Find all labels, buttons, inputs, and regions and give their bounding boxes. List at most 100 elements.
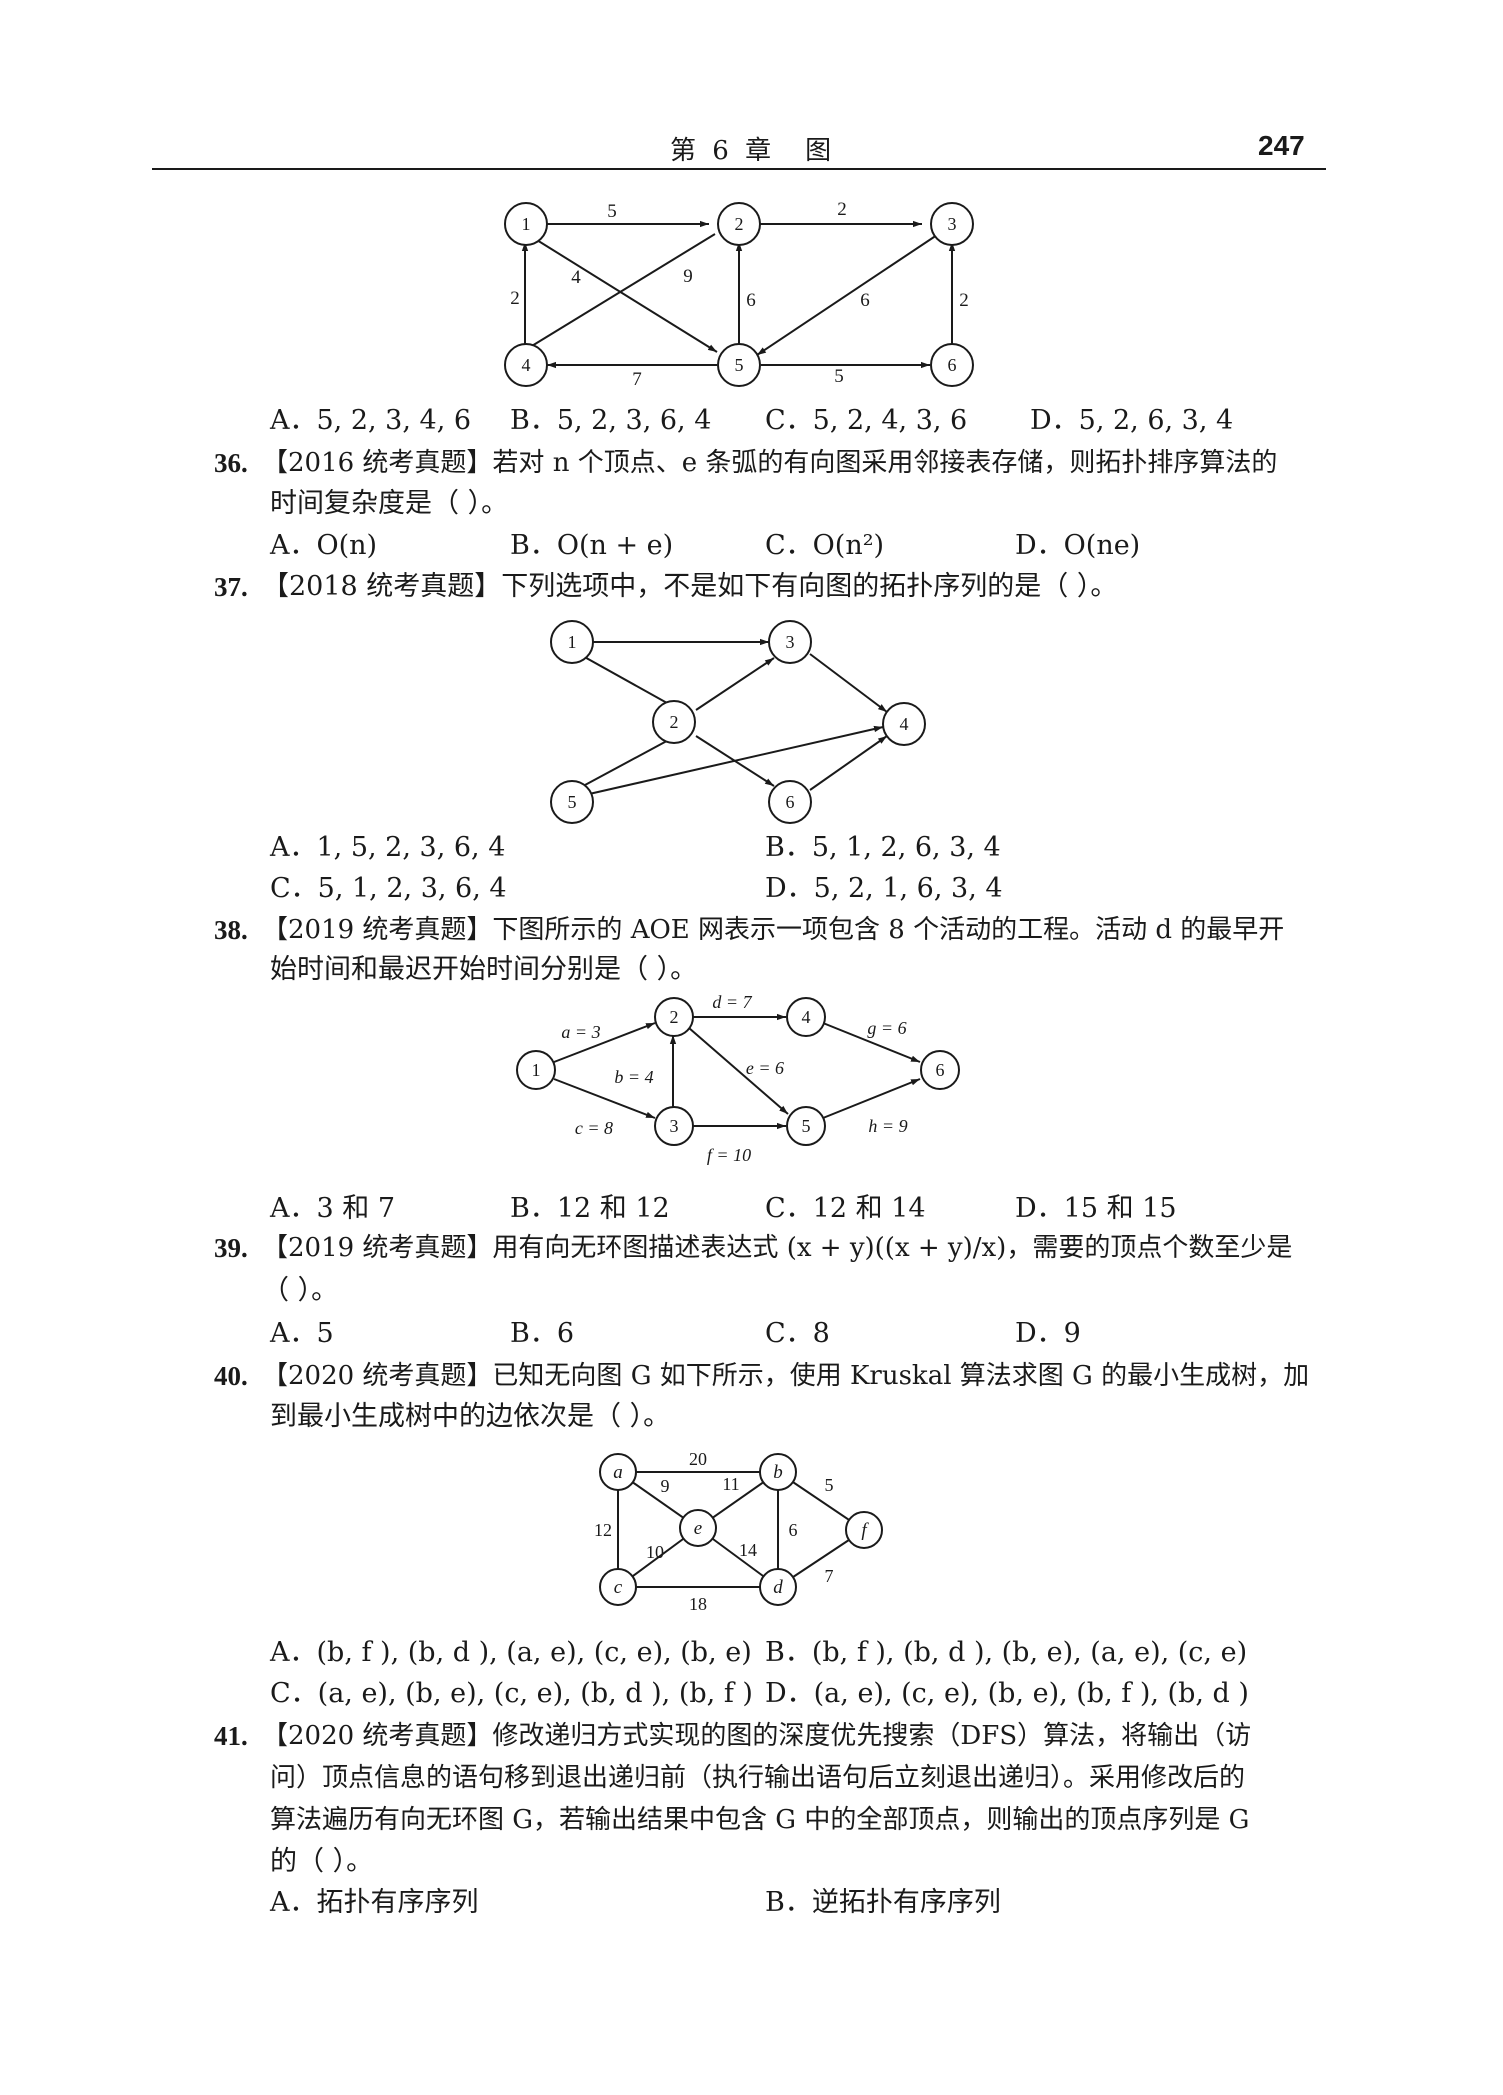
option-b[interactable]: B．5, 2, 3, 6, 4 <box>510 405 712 436</box>
node-3: 3 <box>948 214 957 234</box>
edge-weight: 12 <box>594 1520 612 1540</box>
edge-weight: 11 <box>722 1474 739 1494</box>
option-a[interactable]: A．5, 2, 3, 4, 6 <box>270 405 472 436</box>
option-c[interactable]: C．12 和 14 <box>765 1193 926 1224</box>
node-a: a <box>613 1462 623 1483</box>
edge-weight: 7 <box>632 369 642 390</box>
edge-weight: 9 <box>661 1476 670 1496</box>
node-f: f <box>861 1520 869 1541</box>
node-1: 1 <box>522 214 531 234</box>
edge-weight: 5 <box>834 366 844 387</box>
graph-q35: 1 2 3 4 5 6 5 2 4 9 2 6 6 2 7 5 <box>504 199 974 390</box>
option-c[interactable]: C．(a, e), (b, e), (c, e), (b, d ), (b, f… <box>270 1678 753 1709</box>
page-number: 247 <box>1258 130 1305 161</box>
edge-weight: 6 <box>789 1520 798 1540</box>
node-e: e <box>694 1518 702 1539</box>
node-3: 3 <box>670 1116 679 1136</box>
node-b: b <box>773 1462 783 1483</box>
chapter-title: 第 6 章 图 <box>670 136 836 166</box>
option-a[interactable]: A．O(n) <box>270 530 378 561</box>
option-b[interactable]: B．O(n + e) <box>510 530 674 561</box>
question-text: 【2019 统考真题】下图所示的 AOE 网表示一项包含 8 个活动的工程。活动… <box>262 915 1285 945</box>
option-b[interactable]: B．逆拓扑有序序列 <box>765 1887 1001 1918</box>
question-number: 41. <box>214 1721 248 1751</box>
question-text: 时间复杂度是（ ）。 <box>270 488 509 519</box>
node-4: 4 <box>802 1007 811 1027</box>
activity-label: c = 8 <box>575 1118 613 1138</box>
question-text: 【2020 统考真题】已知无向图 G 如下所示，使用 Kruskal 算法求图 … <box>262 1361 1310 1391</box>
edge-weight: 14 <box>739 1540 757 1560</box>
edge-weight: 2 <box>959 290 969 311</box>
question-text: 【2016 统考真题】若对 n 个顶点、e 条弧的有向图采用邻接表存储，则拓扑排… <box>262 448 1278 478</box>
activity-label: d = 7 <box>712 992 752 1012</box>
edge-weight: 2 <box>837 199 847 220</box>
question-text: 【2020 统考真题】修改递归方式实现的图的深度优先搜索（DFS）算法，将输出（… <box>262 1721 1252 1751</box>
option-d[interactable]: D．5, 2, 6, 3, 4 <box>1030 405 1234 436</box>
edge-weight: 20 <box>689 1449 707 1469</box>
node-c: c <box>614 1577 623 1598</box>
node-5: 5 <box>568 792 577 812</box>
question-text: 始时间和最迟开始时间分别是（ ）。 <box>270 954 698 985</box>
node-d: d <box>773 1577 783 1598</box>
node-2: 2 <box>670 1007 679 1027</box>
option-b[interactable]: B．5, 1, 2, 6, 3, 4 <box>765 832 1001 863</box>
node-2: 2 <box>670 712 679 732</box>
edge-weight: 5 <box>607 201 617 222</box>
node-6: 6 <box>936 1060 945 1080</box>
header-rule <box>152 168 1326 170</box>
node-1: 1 <box>568 632 577 652</box>
activity-label: a = 3 <box>561 1022 600 1042</box>
option-b[interactable]: B．(b, f ), (b, d ), (b, e), (a, e), (c, … <box>765 1637 1248 1668</box>
option-a[interactable]: A．5 <box>270 1318 334 1349</box>
node-4: 4 <box>900 714 909 734</box>
option-c[interactable]: C．O(n²) <box>765 530 885 561</box>
edge-weight: 7 <box>825 1566 834 1586</box>
node-1: 1 <box>532 1060 541 1080</box>
graph-q37: 1 2 3 4 5 6 <box>550 620 926 824</box>
question-number: 39. <box>214 1233 248 1263</box>
option-c[interactable]: C．5, 1, 2, 3, 6, 4 <box>270 873 507 904</box>
option-d[interactable]: D．O(ne) <box>1015 530 1141 561</box>
question-text: （ ）。 <box>262 1275 339 1306</box>
option-d[interactable]: D．15 和 15 <box>1015 1193 1177 1224</box>
activity-label: h = 9 <box>868 1116 907 1136</box>
option-a[interactable]: A．(b, f ), (b, d ), (a, e), (c, e), (b, … <box>270 1637 752 1668</box>
question-number: 40. <box>214 1361 248 1391</box>
edge-weight: 6 <box>860 290 870 311</box>
question-text: 算法遍历有向无环图 G，若输出结果中包含 G 中的全部顶点，则输出的顶点序列是 … <box>270 1805 1250 1835</box>
node-3: 3 <box>786 632 795 652</box>
option-d[interactable]: D．9 <box>1015 1318 1081 1349</box>
option-d[interactable]: D．5, 2, 1, 6, 3, 4 <box>765 873 1003 904</box>
node-5: 5 <box>735 355 744 375</box>
edge-weight: 6 <box>746 290 756 311</box>
question-number: 37. <box>214 572 248 602</box>
node-6: 6 <box>786 792 795 812</box>
question-text: 【2019 统考真题】用有向无环图描述表达式 (x + y)((x + y)/x… <box>262 1233 1293 1263</box>
question-text: 到最小生成树中的边依次是（ ）。 <box>270 1401 671 1432</box>
option-b[interactable]: B．6 <box>510 1318 575 1349</box>
node-6: 6 <box>948 355 957 375</box>
option-c[interactable]: C．5, 2, 4, 3, 6 <box>765 405 968 436</box>
question-text: 【2018 统考真题】下列选项中，不是如下有向图的拓扑序列的是（ ）。 <box>262 571 1118 602</box>
edge-weight: 10 <box>646 1542 664 1562</box>
edge-weight: 2 <box>510 288 520 309</box>
option-a[interactable]: A．3 和 7 <box>270 1193 396 1224</box>
option-a[interactable]: A．拓扑有序序列 <box>270 1887 479 1918</box>
edge-weight: 9 <box>683 266 693 287</box>
edge-weight: 18 <box>689 1594 707 1614</box>
edge-weight: 5 <box>825 1475 834 1495</box>
activity-label: f = 10 <box>707 1145 751 1165</box>
question-text: 的（ ）。 <box>270 1846 374 1877</box>
node-4: 4 <box>522 355 531 375</box>
node-2: 2 <box>735 214 744 234</box>
option-c[interactable]: C．8 <box>765 1318 830 1349</box>
question-number: 36. <box>214 448 248 478</box>
option-d[interactable]: D．(a, e), (c, e), (b, e), (b, f ), (b, d… <box>765 1678 1249 1709</box>
activity-label: b = 4 <box>614 1067 653 1087</box>
node-5: 5 <box>802 1116 811 1136</box>
graph-q38: 1 2 3 4 5 6 a = 3 d = 7 g = 6 b = 4 e = … <box>516 992 960 1165</box>
option-b[interactable]: B．12 和 12 <box>510 1193 670 1224</box>
option-a[interactable]: A．1, 5, 2, 3, 6, 4 <box>270 832 506 863</box>
question-number: 38. <box>214 915 248 945</box>
activity-label: g = 6 <box>867 1018 906 1038</box>
